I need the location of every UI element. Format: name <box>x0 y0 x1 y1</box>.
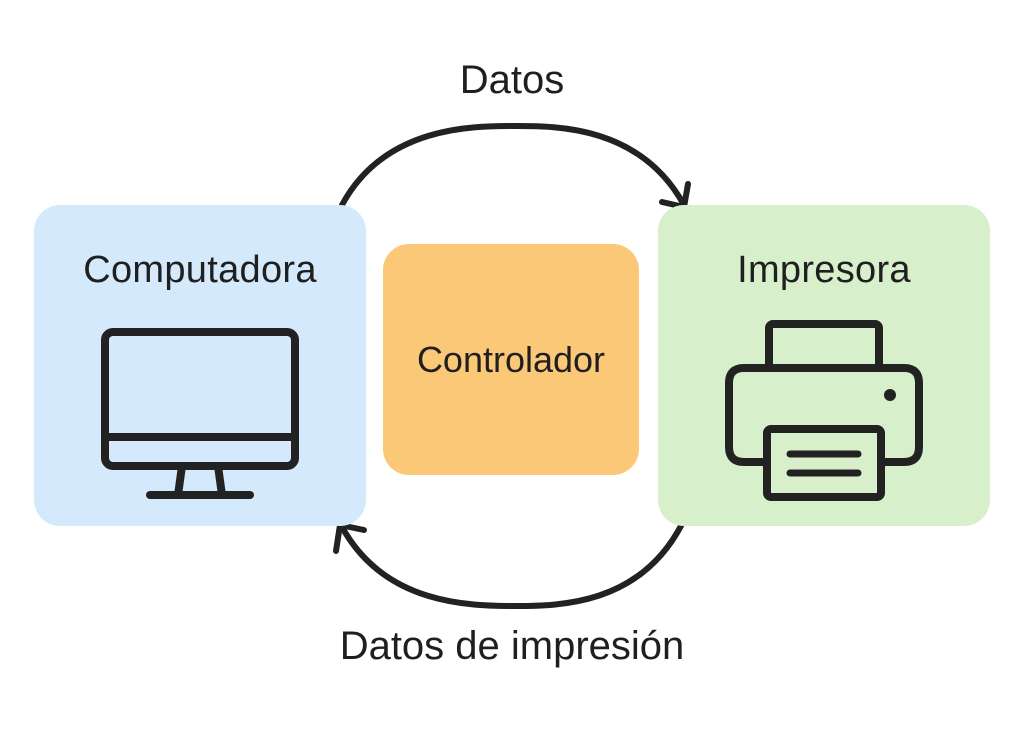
controller-label: Controlador <box>416 338 606 380</box>
printer-icon <box>725 320 923 501</box>
printer-label: Impresora <box>737 249 911 291</box>
flow-label-datos: Datos <box>459 58 565 102</box>
bottom-flow-arrow <box>339 521 685 610</box>
monitor-icon <box>101 328 299 499</box>
top-flow-arrowhead <box>659 181 691 210</box>
top-flow-arrow <box>339 122 687 208</box>
computer-box: Computadora <box>34 205 366 526</box>
printer-box: Impresora <box>658 205 990 526</box>
computer-label: Computadora <box>83 249 317 291</box>
bottom-flow-arrowhead <box>333 522 367 554</box>
controller-box: Controlador <box>383 244 639 475</box>
flow-label-datos-de-impresion: Datos de impresión <box>339 624 685 668</box>
